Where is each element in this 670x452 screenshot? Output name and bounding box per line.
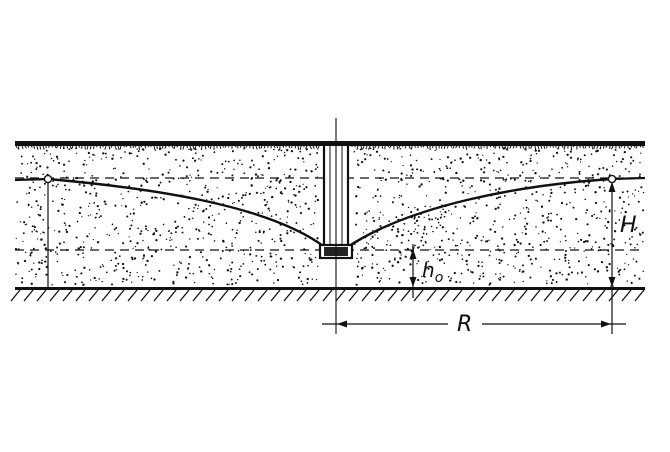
H-dimension [609,182,616,334]
H-label: H [620,213,637,238]
R-label: R [457,312,472,337]
h0-label: ho [422,258,443,286]
observation-point-left [44,175,51,182]
water-table-right-segment [612,178,645,179]
drawdown-curve-left [48,179,326,248]
drawdown-curve-right [346,179,612,248]
impermeable-hatching [11,290,644,301]
observation-point-right [608,175,615,182]
impermeable-base-line [15,287,645,290]
ground-surface-line [15,141,645,146]
R-dimension [322,321,626,328]
water-table-left-segment [15,179,48,180]
